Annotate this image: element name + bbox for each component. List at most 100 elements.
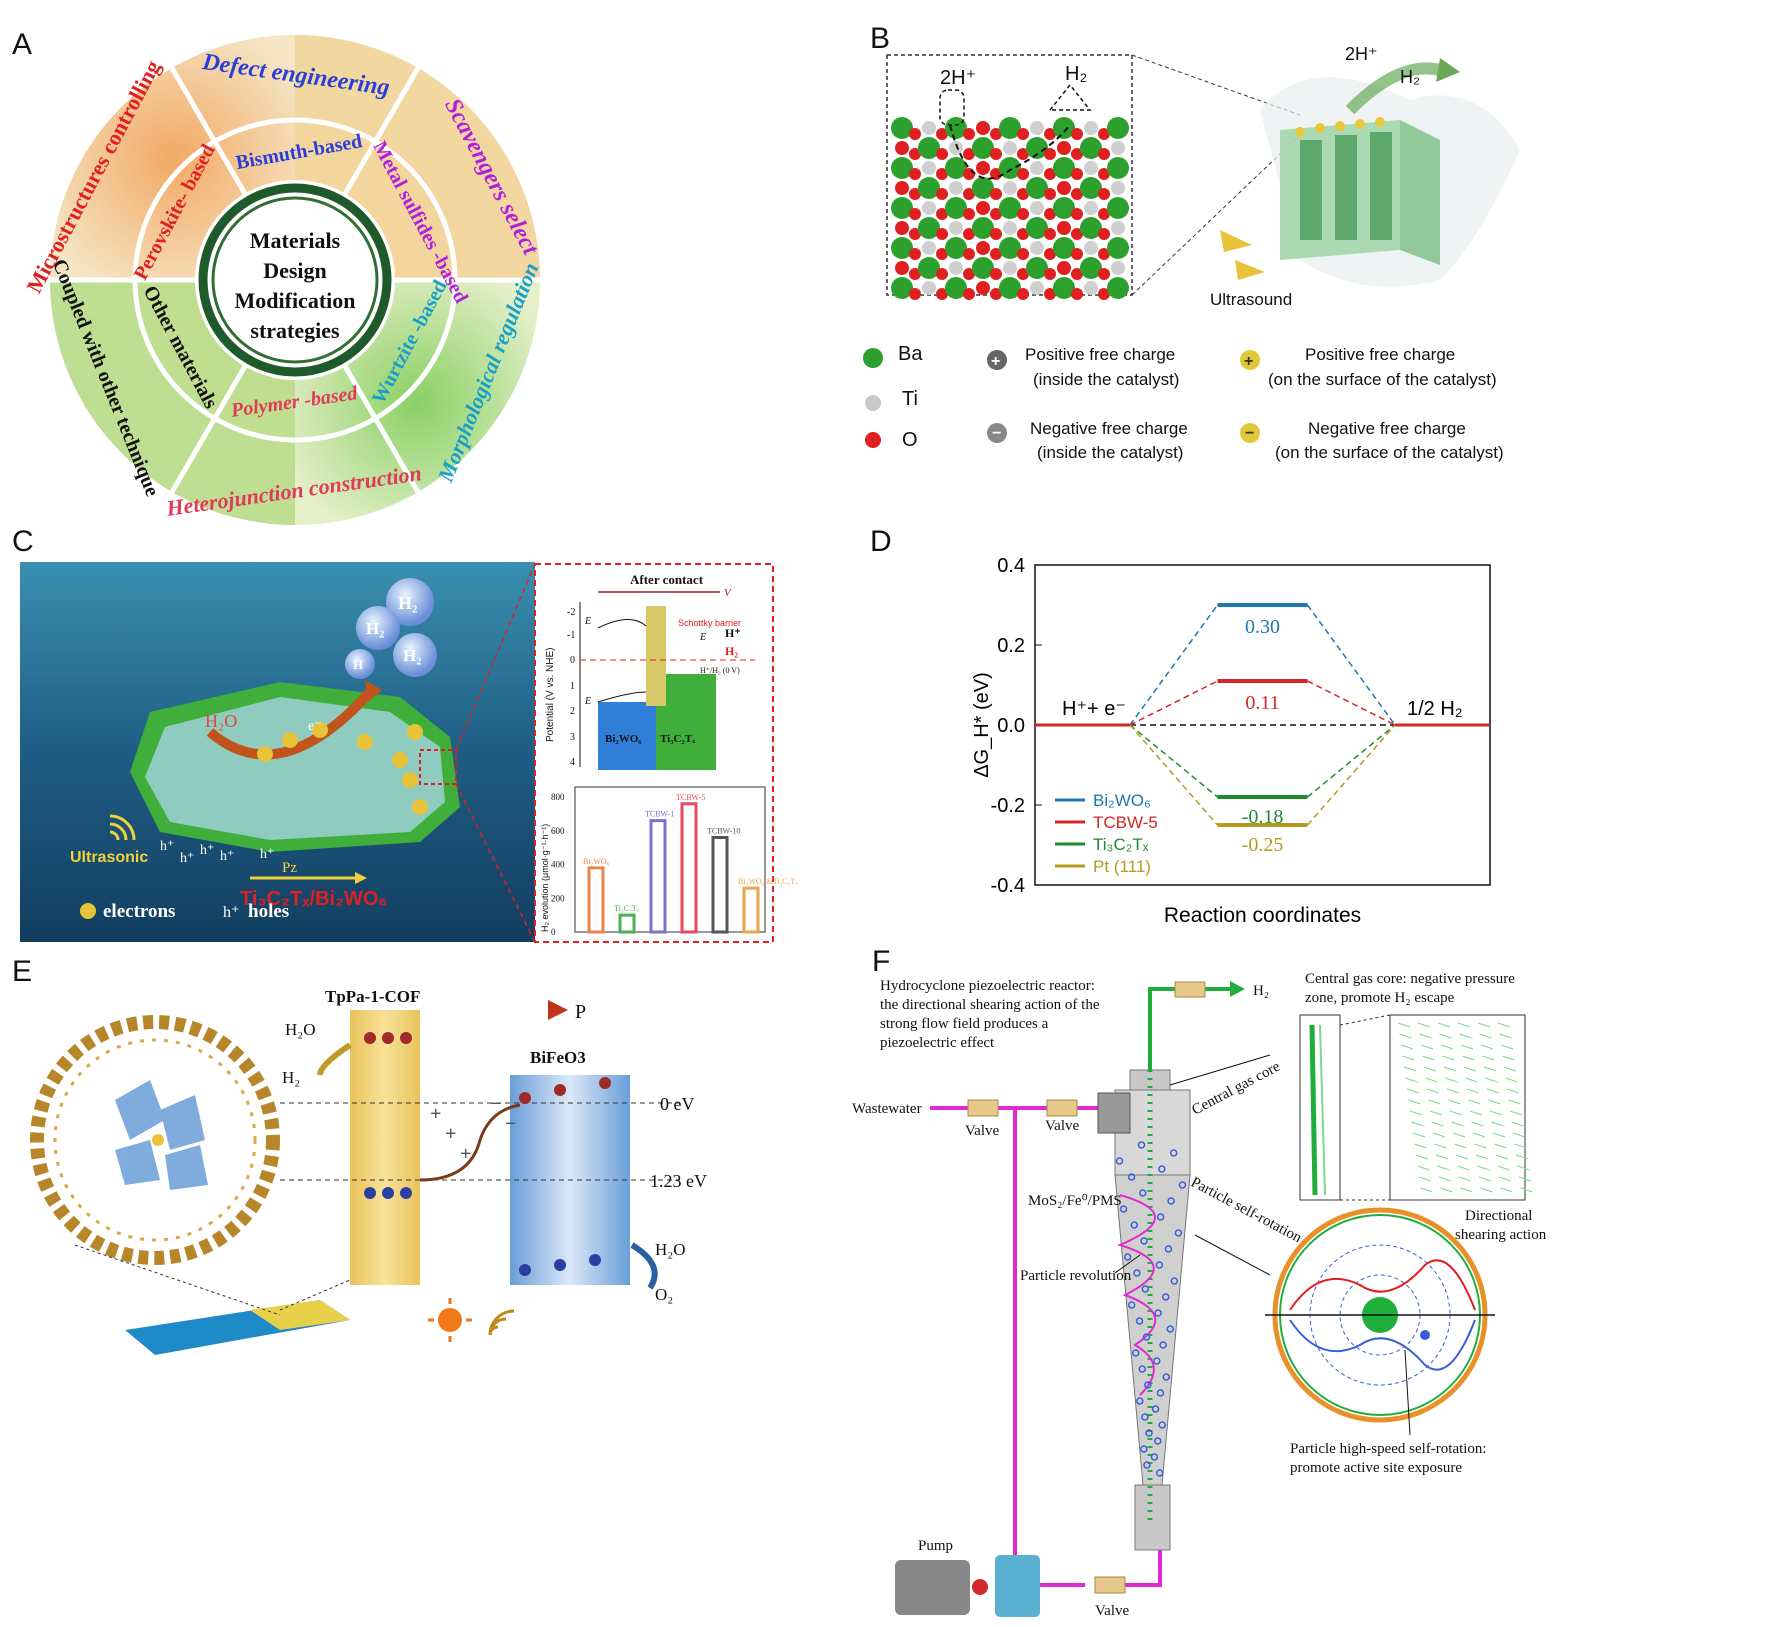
h2-evolution-bar [618, 913, 636, 934]
lattice-atom [976, 201, 990, 215]
lattice-atom [1098, 248, 1110, 260]
velocity-vector [1515, 1154, 1529, 1160]
lattice-atom [936, 188, 948, 200]
velocity-vector [1402, 1055, 1415, 1061]
perovskite-lattice [891, 117, 1129, 300]
svg-text:e⁻: e⁻ [308, 719, 322, 734]
device-hplus-label: 2H⁺ [1345, 44, 1378, 64]
lattice-atom [1057, 181, 1071, 195]
ultrasound-label: Ultrasound [1210, 290, 1292, 309]
lattice-atom [1098, 188, 1110, 200]
svg-text:H⁺/H₂ (0 V): H⁺/H₂ (0 V) [700, 666, 740, 675]
lattice-atom [936, 288, 948, 300]
lattice-atom [936, 228, 948, 240]
particle-dot [1162, 1373, 1170, 1381]
svg-text:h⁺: h⁺ [160, 839, 174, 854]
lattice-atom [895, 141, 909, 155]
particle-dot [1150, 1453, 1159, 1461]
lattice-atom [1107, 197, 1129, 219]
velocity-vector [1479, 1033, 1492, 1039]
particle-dot [1143, 1461, 1151, 1469]
velocity-vector [1478, 1176, 1492, 1182]
e123-label: 1.23 eV [650, 1171, 707, 1191]
bar-label: Ti₃C₂Tₓ [614, 904, 640, 913]
particle-dot [1158, 1421, 1166, 1429]
valve-label-2: Valve [1045, 1118, 1079, 1134]
lattice-atom [1053, 277, 1075, 299]
panel-e-figure: TpPa-1-COF BiFeO3 P 0 eV 1.23 eV +++−− H… [30, 987, 707, 1355]
particle-dot [1158, 1165, 1166, 1173]
legend-entry: TCBW-5 [1093, 813, 1158, 832]
pump-label: Pump [918, 1538, 953, 1554]
particle-dot [1167, 1197, 1175, 1205]
velocity-vector [1506, 1088, 1520, 1094]
velocity-vector [1419, 1033, 1432, 1039]
lattice-atom [936, 148, 948, 160]
lattice-atom [990, 288, 1002, 300]
particle-dot [1123, 1253, 1132, 1261]
device-h2-label: H₂ [1400, 67, 1420, 87]
lattice-atom [1080, 137, 1102, 159]
velocity-vector [1485, 1077, 1498, 1083]
lattice-atom [949, 181, 963, 195]
lattice-atom [909, 148, 921, 160]
lattice-atom [1053, 197, 1075, 219]
velocity-vector [1466, 1088, 1480, 1094]
series-connector [1307, 680, 1396, 726]
lattice-atom [909, 208, 921, 220]
inlet-box [1097, 1092, 1131, 1134]
lattice-atom [918, 257, 940, 279]
inlet-valve-1 [967, 1099, 999, 1117]
particle-dot [1155, 1261, 1164, 1269]
sun-icon [428, 1298, 472, 1342]
lattice-atom [1071, 128, 1083, 140]
particle-dot [1141, 1285, 1150, 1293]
lattice-atom [1080, 257, 1102, 279]
lattice-atom [1080, 217, 1102, 239]
svg-text:-1: -1 [567, 630, 575, 641]
particle-dot [1140, 1445, 1148, 1453]
svg-text:+: + [460, 1143, 471, 1165]
velocity-vector [1408, 1099, 1421, 1105]
velocity-vector [1417, 1165, 1430, 1171]
svg-text:E: E [584, 616, 591, 627]
lattice-atom [909, 228, 921, 240]
electron-legend-icon [80, 903, 96, 919]
velocity-vector [1440, 1187, 1453, 1193]
lattice-atom [918, 137, 940, 159]
svg-text:Bi₂WO₆: Bi₂WO₆ [605, 733, 642, 745]
o-atom-icon [865, 432, 881, 448]
series-connector [1307, 724, 1396, 798]
lattice-atom [1084, 241, 1098, 255]
particle-dot [1130, 1221, 1139, 1229]
charge-3-line-1: Positive free charge [1305, 345, 1455, 364]
panel-f-figure: Hydrocyclone piezoelectric reactor: the … [852, 971, 1547, 1619]
velocity-vector [1468, 1099, 1481, 1105]
velocity-vector [1488, 1099, 1501, 1105]
wheel-center-line-4: strategies [250, 318, 340, 343]
energy-value-label: 0.11 [1245, 692, 1279, 714]
velocity-vector [1446, 1088, 1460, 1094]
svg-text:zone, promote H₂ escape: zone, promote H₂ escape [1305, 990, 1455, 1006]
bar-ytick: 0 [551, 927, 556, 937]
lattice-atom [922, 281, 936, 295]
velocity-vector [1480, 1187, 1493, 1193]
lattice-atom [990, 148, 1002, 160]
legend-electrons: electrons [103, 901, 175, 922]
velocity-vector [1500, 1187, 1513, 1193]
ultrasonic-label: Ultrasonic [70, 849, 148, 866]
svg-text:h⁺: h⁺ [180, 851, 194, 866]
lattice-atom [1017, 188, 1029, 200]
lattice-atom [918, 177, 940, 199]
svg-text:+: + [445, 1123, 456, 1145]
particle-dot [1140, 1237, 1148, 1245]
lattice-atom [1107, 277, 1129, 299]
velocity-vector [1428, 1099, 1441, 1105]
velocity-vector [1520, 1187, 1533, 1193]
velocity-vector [1420, 1044, 1434, 1050]
velocity-vector [1437, 1022, 1451, 1028]
lattice-atom [909, 288, 921, 300]
inlet-valve-2 [1046, 1099, 1078, 1117]
particle-dot [1133, 1269, 1141, 1277]
svg-text:Hydrocyclone piezoelectric rea: Hydrocyclone piezoelectric reactor: [880, 978, 1095, 994]
